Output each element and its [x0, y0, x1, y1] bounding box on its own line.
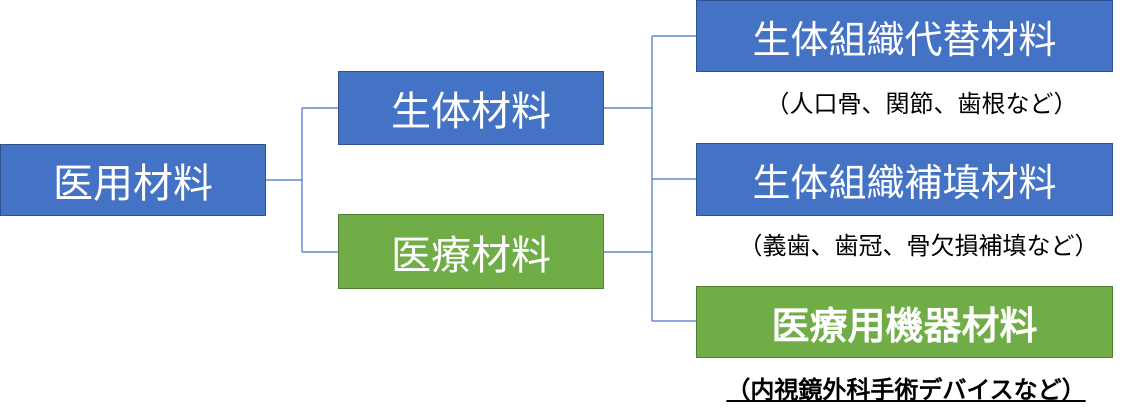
node-device-material-label: 医療用機器材料 [771, 303, 1038, 348]
note-device-material: （内視鏡外科手術デバイスなど） [726, 376, 1086, 404]
node-root-label: 医用材料 [53, 161, 213, 207]
node-tissue-filling-label: 生体組織補填材料 [752, 161, 1057, 205]
node-tissue-replacement: 生体組織代替材料 [696, 0, 1113, 72]
node-device-material: 医療用機器材料 [696, 286, 1113, 358]
node-biomaterial: 生体材料 [338, 71, 604, 145]
note-tissue-filling: （義歯、歯冠、骨欠損補填など） [738, 232, 1099, 260]
node-medical-material: 医療材料 [338, 214, 604, 289]
note-tissue-replacement: （人口骨、関節、歯根など） [765, 90, 1078, 118]
node-root: 医用材料 [0, 144, 266, 216]
node-tissue-filling: 生体組織補填材料 [696, 143, 1113, 216]
node-biomaterial-label: 生体材料 [391, 89, 551, 135]
node-tissue-replacement-label: 生体組織代替材料 [752, 17, 1057, 62]
node-medical-material-label: 医療材料 [391, 232, 551, 279]
